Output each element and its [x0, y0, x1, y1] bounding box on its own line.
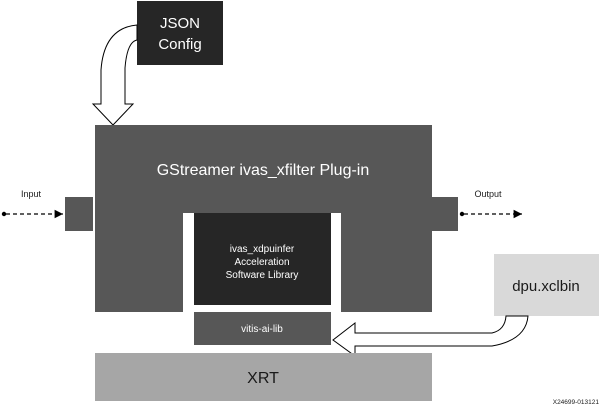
library-line1: ivas_xdpuinfer [230, 244, 295, 255]
output-label: Output [474, 189, 502, 199]
vitis-ai-lib-block: vitis-ai-lib [194, 312, 331, 345]
config-arrow [91, 24, 138, 126]
library-block: ivas_xdpuinfer Acceleration Software Lib… [194, 213, 331, 305]
json-config-label-line1: JSON [160, 15, 200, 32]
json-config-label-line2: Config [158, 36, 201, 53]
library-line3: Software Library [226, 270, 299, 281]
input-label: Input [21, 189, 42, 199]
figure-id: X24699-013121 [553, 399, 600, 406]
json-config-box: JSON Config [137, 1, 223, 65]
plugin-block: GStreamer ivas_xfilter Plug-in [95, 125, 432, 312]
output-port: Output [432, 189, 522, 231]
library-line2: Acceleration [234, 257, 289, 268]
xrt-label: XRT [247, 370, 279, 387]
dpu-xclbin-label: dpu.xclbin [512, 278, 580, 295]
plugin-title: GStreamer ivas_xfilter Plug-in [157, 162, 370, 179]
dpu-xclbin-block: dpu.xclbin [494, 254, 599, 316]
input-port: Input [1, 189, 93, 231]
xclbin-arrow [332, 315, 529, 357]
vitis-ai-lib-label: vitis-ai-lib [241, 324, 283, 335]
xrt-block: XRT [95, 353, 432, 401]
